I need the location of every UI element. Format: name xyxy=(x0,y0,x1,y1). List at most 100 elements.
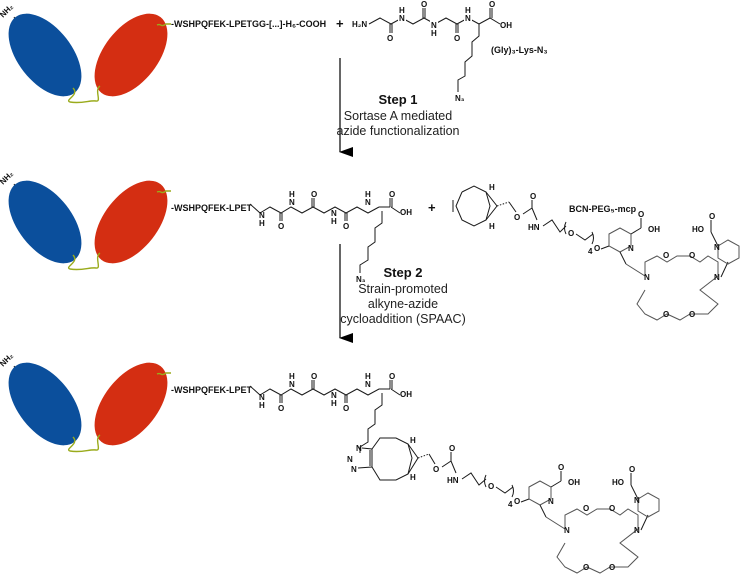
step1-line2: azide functionalization xyxy=(337,124,460,138)
svg-text:N: N xyxy=(356,444,362,453)
nh2-label: NH₂ xyxy=(0,2,15,19)
svg-text:N: N xyxy=(365,380,371,389)
svg-text:N: N xyxy=(714,273,720,282)
svg-text:O: O xyxy=(709,212,715,221)
row2-protein xyxy=(0,166,183,278)
svg-text:O: O xyxy=(568,229,574,238)
svg-text:4: 4 xyxy=(508,500,513,509)
svg-text:O: O xyxy=(689,251,695,260)
svg-text:O: O xyxy=(530,192,536,201)
svg-text:OH: OH xyxy=(400,390,412,399)
svg-text:O: O xyxy=(638,210,644,219)
svg-text:O: O xyxy=(558,463,564,472)
svg-text:4: 4 xyxy=(588,247,593,256)
svg-text:O: O xyxy=(583,504,589,513)
svg-text:H: H xyxy=(410,473,416,482)
svg-text:N: N xyxy=(351,465,357,474)
svg-text:H: H xyxy=(489,183,495,192)
svg-text:N: N xyxy=(331,391,337,400)
svg-text:H: H xyxy=(365,372,371,381)
svg-text:H: H xyxy=(365,190,371,199)
svg-text:N: N xyxy=(289,380,295,389)
svg-text:O: O xyxy=(389,190,395,199)
sequence-label: -WSHPQFEK-LPET xyxy=(171,385,252,395)
svg-text:H: H xyxy=(431,29,437,38)
svg-text:H: H xyxy=(489,222,495,231)
svg-text:O: O xyxy=(629,465,635,474)
svg-text:O: O xyxy=(278,222,284,231)
svg-text:O: O xyxy=(387,34,393,43)
svg-text:OH: OH xyxy=(400,208,412,217)
reagent-name-gly3-lys-n3: (Gly)₃-Lys-N₃ xyxy=(491,45,548,55)
svg-text:OH: OH xyxy=(568,478,580,487)
svg-text:O: O xyxy=(449,444,455,453)
svg-text:H: H xyxy=(399,6,405,15)
svg-text:N: N xyxy=(289,198,295,207)
svg-text:H: H xyxy=(289,190,295,199)
row1-protein xyxy=(0,0,183,111)
sequence-label: -WSHPQFEK-LPET xyxy=(171,203,252,213)
svg-text:O: O xyxy=(514,213,520,222)
svg-text:O: O xyxy=(343,404,349,413)
svg-text:O: O xyxy=(454,34,460,43)
svg-text:N: N xyxy=(548,497,554,506)
svg-text:O: O xyxy=(433,465,439,474)
svg-text:H: H xyxy=(259,219,265,228)
svg-text:O: O xyxy=(594,244,600,253)
svg-text:O: O xyxy=(663,310,669,319)
plus-sign: + xyxy=(336,16,344,31)
svg-text:O: O xyxy=(389,372,395,381)
step1-title: Step 1 xyxy=(378,92,417,107)
sequence-label: -WSHPQFEK-LPETGG-[...]-H₆-COOH xyxy=(171,19,326,29)
row3-protein xyxy=(0,348,183,460)
svg-text:OH: OH xyxy=(500,21,512,30)
svg-text:N: N xyxy=(259,393,265,402)
svg-text:N: N xyxy=(431,21,437,30)
svg-text:H: H xyxy=(331,399,337,408)
svg-text:N₃: N₃ xyxy=(455,94,465,103)
azide-protein-structure: NH O NH O NH O NH O OH N₃ xyxy=(249,190,412,284)
step2-title: Step 2 xyxy=(383,265,422,280)
svg-text:O: O xyxy=(343,222,349,231)
svg-text:HN: HN xyxy=(528,223,540,232)
svg-text:OH: OH xyxy=(648,225,660,234)
svg-text:O: O xyxy=(583,563,589,572)
svg-text:O: O xyxy=(609,563,615,572)
svg-text:O: O xyxy=(689,310,695,319)
svg-text:O: O xyxy=(278,404,284,413)
svg-text:H: H xyxy=(331,217,337,226)
svg-text:O: O xyxy=(609,504,615,513)
reagent-name-bcn-peg5-mcp: BCN-PEG₅-mcp xyxy=(569,204,637,214)
svg-text:HN: HN xyxy=(447,476,459,485)
svg-text:O: O xyxy=(421,0,427,9)
svg-text:N: N xyxy=(399,14,405,23)
svg-text:N: N xyxy=(634,496,640,505)
svg-text:N: N xyxy=(259,211,265,220)
svg-text:N: N xyxy=(347,455,353,464)
step2-line2: alkyne-azide xyxy=(368,297,438,311)
svg-text:H: H xyxy=(465,6,471,15)
svg-text:N: N xyxy=(644,273,650,282)
svg-text:N: N xyxy=(628,244,634,253)
svg-text:O: O xyxy=(311,190,317,199)
nh2-label: NH₂ xyxy=(0,169,15,186)
nh2-label: NH₂ xyxy=(0,351,15,368)
plus-sign: + xyxy=(428,200,436,215)
svg-text:HO: HO xyxy=(612,478,624,487)
svg-text:N: N xyxy=(365,198,371,207)
step2-line3: cycloaddition (SPAAC) xyxy=(340,312,466,326)
svg-text:N: N xyxy=(465,14,471,23)
svg-text:N₃: N₃ xyxy=(356,275,366,284)
conjugate-structure: NH O NH O NH O NH O OH N N N H H O O HN xyxy=(249,372,660,574)
svg-text:N: N xyxy=(714,243,720,252)
svg-text:O: O xyxy=(311,372,317,381)
svg-text:O: O xyxy=(663,251,669,260)
svg-text:H: H xyxy=(259,401,265,410)
svg-text:H: H xyxy=(289,372,295,381)
svg-text:N: N xyxy=(564,526,570,535)
svg-text:O: O xyxy=(514,497,520,506)
svg-text:H: H xyxy=(410,436,416,445)
bcn-peg5-mcp-structure: H H O O HN O 4 O O OH N N O O N O O N xyxy=(452,183,740,321)
svg-text:N: N xyxy=(331,209,337,218)
